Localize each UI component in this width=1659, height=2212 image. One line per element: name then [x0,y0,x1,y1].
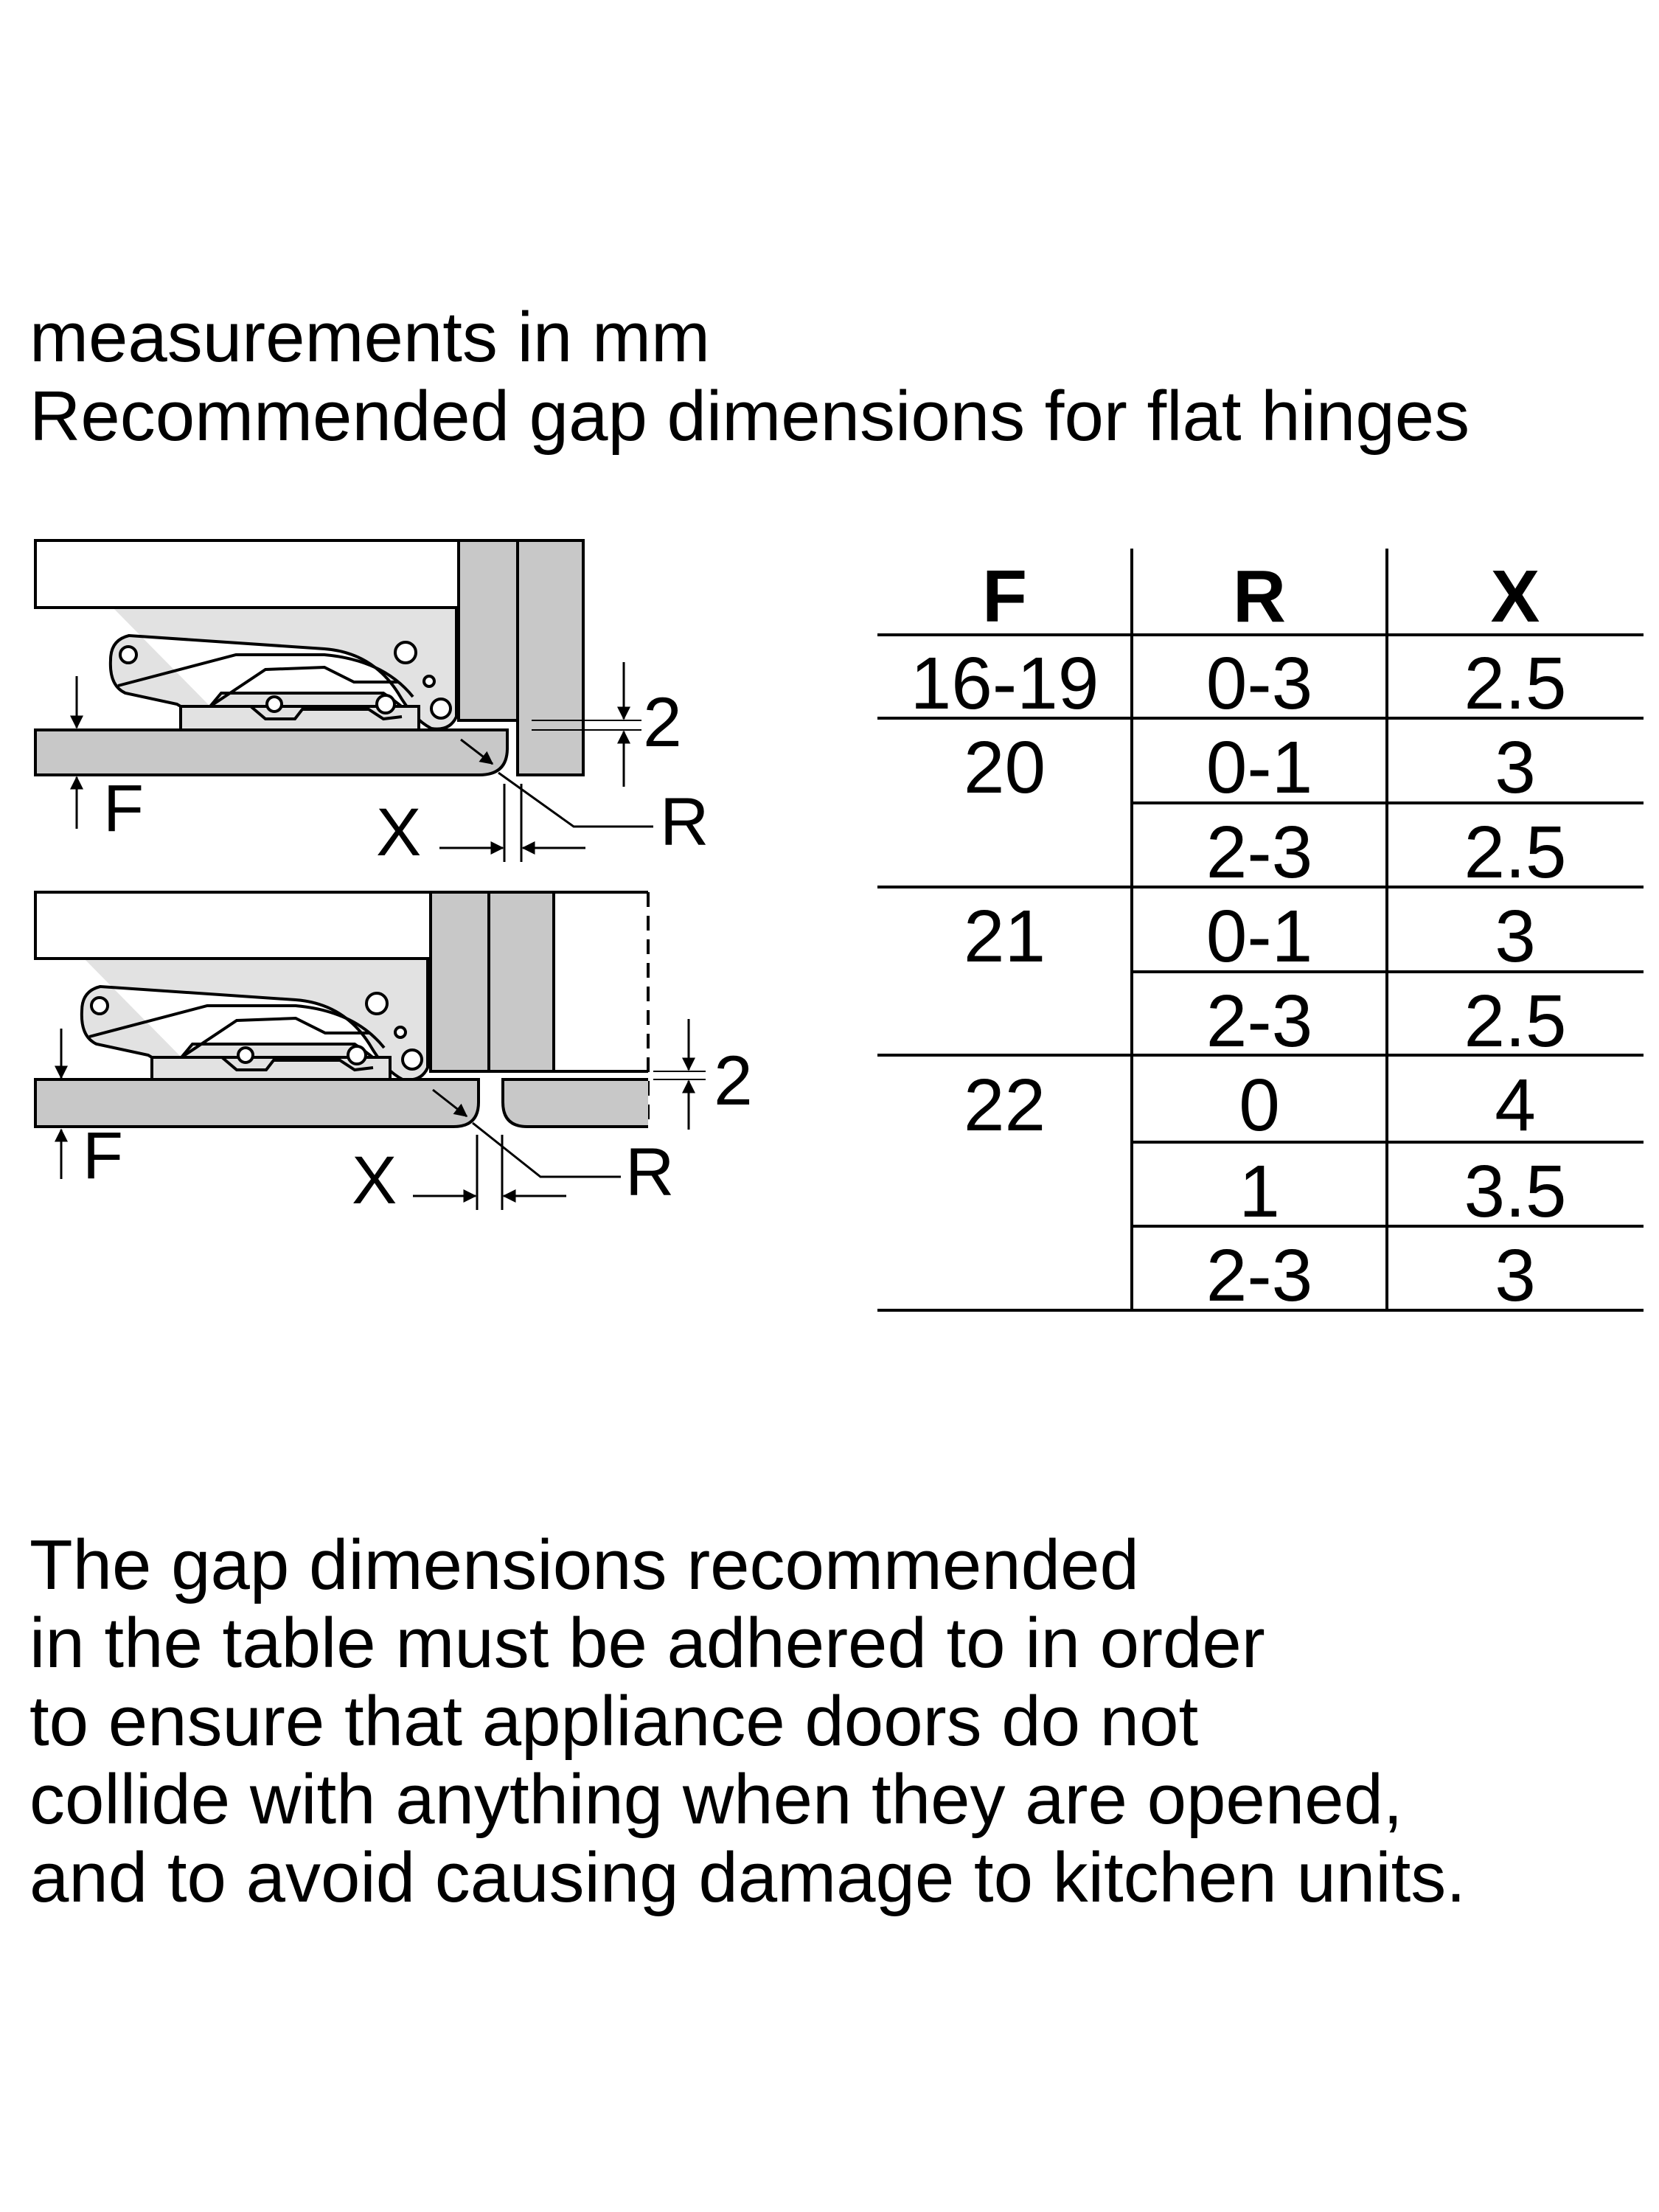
table-header-f: F [981,555,1028,638]
note-line: to ensure that appliance doors do not [29,1682,1199,1761]
cabinet-top-panel [34,539,460,609]
cell-r: 1 [1239,1150,1280,1233]
adjacent-door [501,1078,648,1128]
table-divider [877,633,1644,636]
cell-f: 16-19 [910,642,1099,725]
table-divider [1132,1141,1644,1144]
cell-r: 0-3 [1206,642,1313,725]
cell-f: 20 [963,726,1046,809]
cell-f: 22 [963,1064,1046,1147]
table-divider [1130,549,1133,1312]
f-label: F [83,1119,123,1193]
table-divider [1132,970,1644,973]
installation-note: The gap dimensions recommended in the ta… [29,1526,1466,1917]
note-line: The gap dimensions recommended [29,1526,1139,1604]
cell-r: 0-1 [1206,726,1313,809]
note-line: and to avoid causing damage to kitchen u… [29,1838,1466,1917]
appliance-door [34,728,509,776]
table-divider [877,717,1644,720]
cell-x: 4 [1495,1064,1536,1147]
cell-x: 3 [1495,726,1536,809]
hinge-icon [108,606,459,731]
cell-x: 3 [1495,1234,1536,1317]
note-line: in the table must be adhered to in order [29,1604,1265,1683]
table-header-x: X [1490,555,1540,638]
note-line: collide with anything when they are open… [29,1760,1403,1839]
r-label: R [660,785,709,860]
adjacent-panel [516,539,585,776]
table-divider [1385,549,1388,1312]
x-label: X [352,1143,397,1218]
table-divider [877,1054,1644,1057]
page-title: Recommended gap dimensions for flat hing… [29,377,1470,456]
cell-r: 0-1 [1206,895,1313,978]
r-label: R [625,1135,674,1210]
table-header-r: R [1232,555,1287,638]
diagram-top: F 2 X R [34,539,709,870]
table-divider [877,1309,1644,1312]
f-label: F [103,772,144,846]
table-divider [877,886,1644,888]
cell-r: 2-3 [1206,811,1313,894]
table-divider [1132,801,1644,804]
cabinet-side-panel [429,891,490,1073]
gap-label: 2 [643,684,682,762]
diagram-bottom: F 2 X R [34,891,753,1218]
cell-x: 2.5 [1464,811,1567,894]
hinge-icon [80,957,430,1082]
cell-x: 3.5 [1464,1150,1567,1233]
adjacent-panel [487,891,555,1073]
cell-f: 21 [963,895,1046,978]
cabinet-top-panel [34,891,432,960]
cell-x: 3 [1495,895,1536,978]
cell-r: 2-3 [1206,1234,1313,1317]
gap-label: 2 [714,1042,753,1120]
cell-x: 2.5 [1464,980,1567,1062]
measurement-unit-note: measurements in mm [29,298,710,377]
x-label: X [376,795,421,870]
cabinet-side-panel [457,539,519,722]
cell-x: 2.5 [1464,642,1567,725]
cell-r: 0 [1239,1064,1280,1147]
cell-r: 2-3 [1206,980,1313,1062]
appliance-door [34,1078,480,1128]
table-divider [1132,1225,1644,1228]
